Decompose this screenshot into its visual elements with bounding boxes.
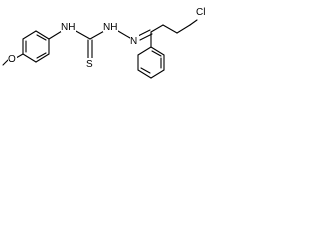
chemical-structure-diagram: Cl O NH NH N S [2, 5, 211, 79]
methyl-o-bond [2, 59, 9, 66]
o-aryl-bond [15, 53, 24, 59]
ring-bond [35, 30, 50, 40]
ring-bond [137, 46, 152, 56]
ring-bond [137, 69, 152, 79]
imine-nitrogen-label: N [130, 36, 137, 47]
nh-left-mask [61, 21, 76, 32]
chain-bond [189, 19, 198, 26]
methoxy-oxygen-label: O [8, 54, 16, 65]
ring-bond [35, 53, 50, 63]
ring-bond [22, 30, 37, 40]
ring-double-bond [140, 67, 151, 74]
chain-bond [150, 24, 164, 33]
nh-n-bond [117, 30, 131, 39]
sulfur-atom-label: S [86, 59, 93, 70]
n-c-double-bond-lower [139, 33, 153, 41]
n-mask [130, 34, 139, 45]
o-label-mask [8, 53, 17, 64]
aryl-nh-bond [48, 30, 63, 40]
nh-right-mask [103, 21, 118, 32]
chain-bond [162, 24, 178, 34]
phenyl-ring [137, 46, 165, 79]
ring-bond [150, 46, 165, 56]
chlorine-atom-label: Cl [196, 7, 205, 18]
hydrazine-nh-label: NH [103, 22, 117, 33]
ring-bond [22, 53, 37, 63]
chloropropyl-chain [150, 19, 198, 34]
nh-thiocarbonyl-bond [73, 29, 91, 40]
ring-double-bond [36, 52, 47, 59]
cl-label-mask [193, 5, 211, 17]
methoxy-group [2, 53, 24, 66]
ring-bond [150, 69, 165, 79]
ring-double-bond [36, 34, 47, 41]
ring-double-bond [151, 50, 162, 57]
thioamide-nh-label: NH [61, 22, 75, 33]
s-mask [86, 58, 95, 69]
methoxyphenyl-ring [22, 30, 50, 63]
n-c-double-bond-upper [137, 29, 151, 37]
chain-bond [176, 24, 191, 34]
